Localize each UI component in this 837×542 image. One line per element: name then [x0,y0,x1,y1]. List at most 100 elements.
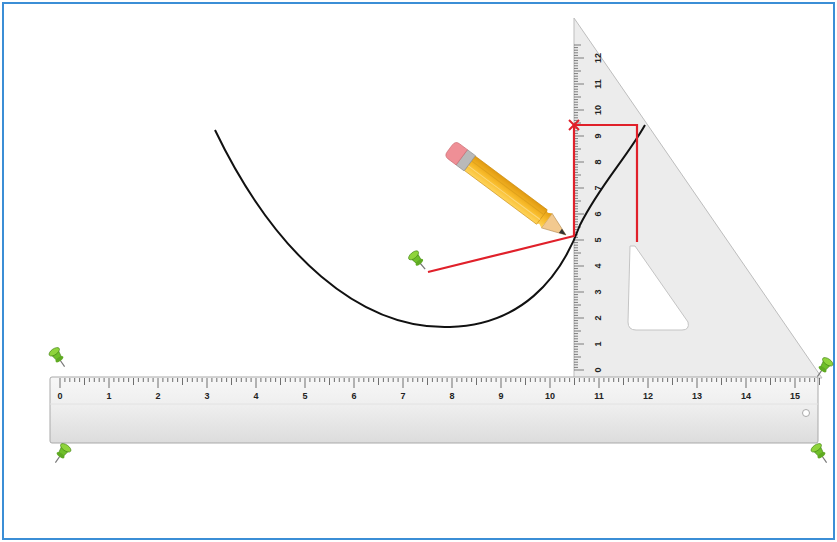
ruler-tick [344,378,345,382]
set-square-tick [574,258,578,259]
set-square-tick [574,255,578,256]
set-square-tick [574,112,578,113]
ruler-tick [770,378,771,385]
ruler-tick [226,378,227,382]
ruler-tick [383,378,384,382]
set-square-scale [574,45,584,370]
ruler-tick [760,378,761,382]
set-square-tick [574,312,578,313]
set-square-tick [574,45,581,46]
set-square-tick [574,323,578,324]
set-square-tick [574,250,578,251]
push-pin [50,442,72,466]
ruler-tick [603,378,604,382]
ruler-number: 0 [57,392,62,401]
set-square-number: 0 [594,367,603,372]
ruler-tick [153,378,154,382]
set-square-tick [574,359,578,360]
ruler-tick [510,378,511,382]
ruler-tick [118,378,119,382]
set-square-number: 9 [594,133,603,138]
set-square-tick [574,81,578,82]
ruler-tick [432,378,433,382]
ruler-tick [750,378,751,382]
ruler-tick [437,378,438,382]
frame [3,3,834,539]
ruler [50,377,818,443]
ruler-tick [280,378,281,385]
ruler-tick [711,378,712,382]
set-square-tick [574,279,581,280]
ruler-tick [447,378,448,382]
set-square-tick [574,266,584,267]
ruler-tick [804,378,805,382]
ruler-tick [216,378,217,382]
ruler-tick [618,378,619,382]
ruler-tick [505,378,506,382]
set-square-tick [574,65,578,66]
set-square-tick [574,370,584,371]
ruler-tick [701,378,702,382]
ruler-tick [594,378,595,382]
ruler-tick [69,378,70,382]
set-square-tick [574,117,578,118]
ruler-tick [682,378,683,382]
ruler-tick [687,378,688,382]
ruler-tick [456,378,457,382]
ruler-tick [211,378,212,382]
set-square-tick [574,341,578,342]
ruler-tick [809,378,810,382]
ruler-tick [559,378,560,382]
ruler-tick [481,378,482,382]
set-square-tick [574,245,578,246]
set-square-tick [574,346,578,347]
ruler-number: 12 [643,392,653,401]
set-square-tick [574,71,581,72]
set-square-tick [574,284,578,285]
set-square-tick [574,68,578,69]
ruler-tick [706,378,707,382]
set-square-tick [574,364,578,365]
ruler-tick [638,378,639,382]
ruler-tick [349,378,350,382]
ruler-tick [790,378,791,382]
set-square-tick [574,91,578,92]
ruler-tick [79,378,80,382]
set-square-tick [574,247,578,248]
ruler-tick [187,378,188,382]
ruler-tick [442,378,443,382]
ruler-tick [540,378,541,382]
set-square-tick [574,297,578,298]
ruler-tick [133,378,134,385]
set-square-tick [574,305,581,306]
set-square-number: 1 [594,341,603,346]
ruler-tick [309,378,310,382]
ruler-tick [775,378,776,382]
set-square-tick [574,367,578,368]
ruler-tick [623,378,624,385]
set-square-tick [574,354,578,355]
set-square-tick [574,162,584,163]
ruler-tick [158,378,159,388]
ruler-tick [643,378,644,382]
ruler-tick [251,378,252,382]
set-square-tick [574,362,578,363]
set-square-tick [574,58,584,59]
set-square-tick [574,115,578,116]
set-square-tick [574,299,578,300]
ruler-number: 15 [790,392,800,401]
ruler-tick [677,378,678,382]
ruler-tick [99,378,100,382]
set-square-tick [574,357,581,358]
ruler-tick [667,378,668,382]
string [428,125,637,272]
ruler-tick [574,378,575,385]
ruler-tick [731,378,732,382]
ruler-tick [275,378,276,382]
set-square-tick [574,99,578,100]
ruler-tick [177,378,178,382]
ruler-tick [412,378,413,382]
ruler-tick [172,378,173,382]
ruler-tick [407,378,408,382]
